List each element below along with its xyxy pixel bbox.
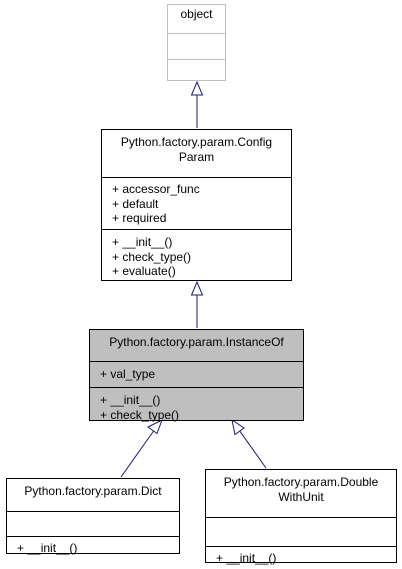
- class-title-line: Python.factory.param.Double: [223, 475, 379, 489]
- class-methods-section: + __init__() + check_type(): [90, 387, 303, 427]
- class-attributes-section: + accessor_func + default + required: [102, 177, 291, 229]
- class-methods-section: + __init__() + check_type() + evaluate(): [102, 229, 291, 287]
- edge-doublewithunit-instanceof: [238, 429, 267, 469]
- class-box-instance-of: Python.factory.param.InstanceOf + val_ty…: [89, 329, 304, 422]
- class-methods-section: + __init__(): [206, 546, 396, 569]
- method: + __init__(): [17, 541, 78, 555]
- method: + __init__(): [112, 235, 173, 249]
- class-attributes-section: [7, 511, 179, 536]
- method: + evaluate(): [112, 264, 176, 278]
- method: + __init__(): [216, 551, 277, 565]
- method: + __init__(): [100, 393, 161, 407]
- class-attributes-section: [168, 33, 225, 59]
- inherit-arrowhead: [147, 418, 163, 435]
- inherit-arrowhead: [190, 280, 204, 296]
- class-box-config-param: Python.factory.param.Config Param + acce…: [101, 129, 292, 281]
- method: + check_type(): [100, 407, 180, 422]
- class-title-line: Param: [178, 149, 215, 164]
- class-title-line: Python.factory.param.Config: [120, 135, 273, 149]
- inherit-arrowhead: [231, 418, 245, 436]
- class-attributes-section: [206, 517, 396, 546]
- attribute: + accessor_func: [112, 182, 200, 196]
- class-methods-section: + __init__(): [7, 536, 179, 560]
- inherit-arrowhead: [190, 80, 204, 96]
- method: + check_type(): [112, 249, 192, 264]
- class-title-line: WithUnit: [278, 489, 324, 504]
- class-methods-section: [168, 59, 225, 84]
- class-title: Python.factory.param.Dict: [24, 484, 162, 498]
- class-title: Python.factory.param.Double WithUnit: [206, 470, 396, 517]
- class-box-object: object: [167, 4, 226, 81]
- attribute: + val_type: [100, 367, 156, 381]
- attribute: + default: [112, 196, 159, 211]
- edge-dict-instanceof: [120, 428, 156, 478]
- class-title: Python.factory.param.InstanceOf: [109, 335, 284, 349]
- class-title: object: [180, 7, 213, 21]
- class-title: Python.factory.param.Config Param: [102, 130, 291, 177]
- attribute: + required: [112, 211, 167, 225]
- class-box-double-with-unit: Python.factory.param.Double WithUnit + _…: [205, 469, 397, 565]
- class-attributes-section: + val_type: [90, 361, 303, 387]
- class-box-dict: Python.factory.param.Dict + __init__(): [6, 478, 180, 555]
